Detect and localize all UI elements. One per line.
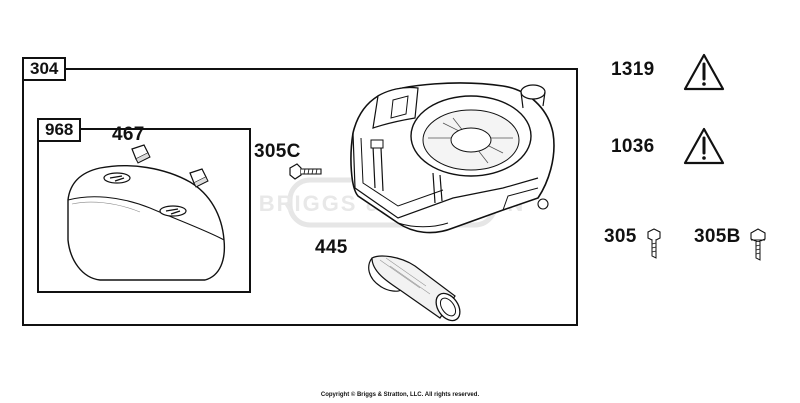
- warning-triangle-icon: [683, 127, 725, 165]
- retaining-clip-drawing: [189, 168, 209, 188]
- warning-triangle-icon: [683, 53, 725, 91]
- assembly-frame-968: [37, 128, 251, 293]
- callout-305: 305: [604, 226, 637, 247]
- screw-305b-drawing: [750, 228, 766, 261]
- blower-housing-drawing: [350, 82, 555, 234]
- callout-305b: 305B: [694, 226, 741, 247]
- callout-445: 445: [315, 237, 348, 258]
- retaining-clip-drawing: [131, 144, 151, 164]
- screw-305c-drawing: [289, 163, 322, 180]
- callout-305c: 305C: [254, 141, 301, 162]
- assembly-label-304: 304: [22, 57, 67, 81]
- assembly-frame-304: [22, 68, 578, 326]
- screw-305-drawing: [647, 228, 661, 259]
- copyright-notice: Copyright © Briggs & Stratton, LLC. All …: [320, 392, 480, 398]
- air-cleaner-cover-drawing: [67, 165, 226, 281]
- callout-1319: 1319: [611, 59, 655, 80]
- callout-1036: 1036: [611, 136, 655, 157]
- filter-screen-drawing: [368, 255, 461, 322]
- callout-467: 467: [112, 124, 145, 145]
- assembly-label-968: 968: [37, 118, 82, 142]
